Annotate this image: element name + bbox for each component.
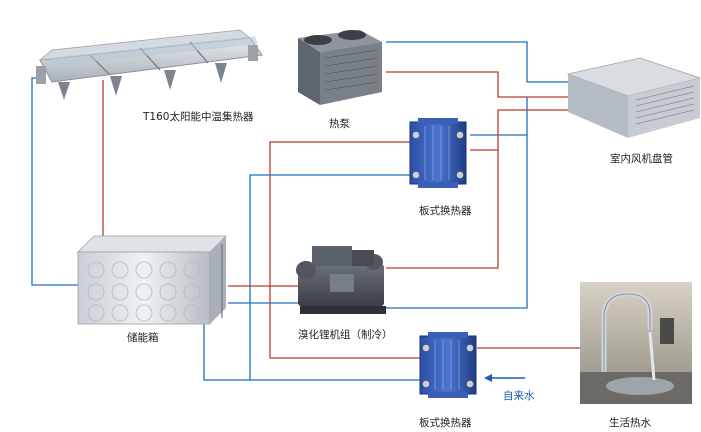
- domestic-hot-water-label: 生活热水: [609, 417, 651, 429]
- plate-top-red-pipe: [470, 109, 590, 151]
- pipe-network: [31, 41, 590, 381]
- absorption-chiller-image: [296, 246, 386, 314]
- plate-top-tank-red: [269, 141, 420, 359]
- domestic-hot-water-image: [580, 282, 692, 404]
- chiller-red-out: [386, 150, 499, 269]
- plate-exchanger-bottom-label: 板式换热器: [419, 417, 472, 429]
- plate-exchanger-top-label: 板式换热器: [419, 205, 472, 217]
- tank-plate-bottom-blue: [203, 318, 420, 381]
- plate-exchanger-bottom-image: [419, 332, 477, 398]
- solar-cold-pipe: [31, 77, 90, 286]
- chiller-blue-out: [386, 135, 528, 309]
- solar-collector-image: [36, 29, 263, 100]
- heat-pump-label: 热泵: [329, 118, 350, 130]
- storage-tank-image: [77, 235, 227, 325]
- plate-top-tank-blue: [249, 174, 410, 380]
- fan-coil-label: 室内风机盘管: [610, 153, 673, 165]
- storage-tank-label: 储能箱: [127, 332, 159, 344]
- absorption-chiller-label: 溴化锂机组（制冷）: [298, 329, 393, 341]
- heatpump-blue-pipe: [386, 41, 590, 83]
- tap-water-label: 自来水: [503, 390, 535, 402]
- heatpump-red-pipe: [386, 71, 590, 98]
- plate-exchanger-top-image: [409, 118, 467, 188]
- heat-pump-image: [298, 30, 382, 105]
- solar-collector-label: T160太阳能中温集热器: [143, 111, 254, 123]
- tap-water-arrow: [484, 374, 525, 382]
- fan-coil-image: [566, 57, 701, 138]
